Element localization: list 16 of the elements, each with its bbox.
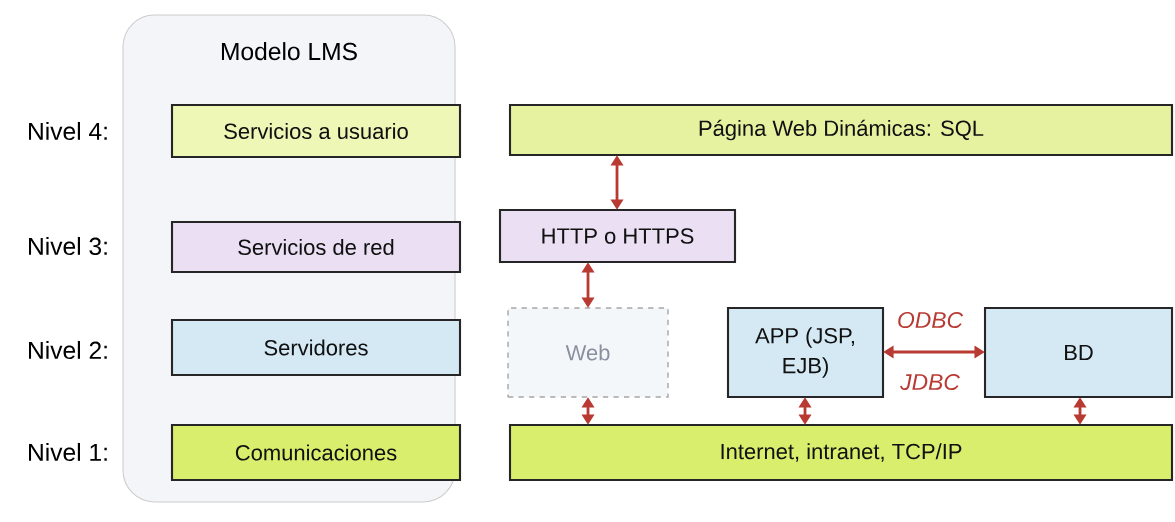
layer-box: Internet, intranet, TCP/IP xyxy=(508,423,1174,482)
edge-label: ODBC xyxy=(895,310,965,330)
layer-box: Servidores xyxy=(170,318,462,377)
server-box: Web xyxy=(507,307,669,398)
level-label: Nivel 3: xyxy=(29,236,107,256)
layer-box: Comunicaciones xyxy=(170,423,462,482)
interface-label: JDBC xyxy=(898,372,962,392)
level-label: Nivel 4: xyxy=(29,121,107,141)
layer-box: Servicios a usuario xyxy=(170,103,462,159)
layer-box: Página Web Dinámicas: SQL xyxy=(508,103,1174,157)
server-box: BD xyxy=(983,306,1174,399)
level-label: Nivel 2: xyxy=(29,340,107,360)
layer-box: Servicios de red xyxy=(170,220,462,274)
server-box: APP (JSP, EJB) xyxy=(726,306,885,399)
protocol-box: HTTP o HTTPS xyxy=(498,208,737,264)
level-label: Nivel 1: xyxy=(29,442,107,462)
